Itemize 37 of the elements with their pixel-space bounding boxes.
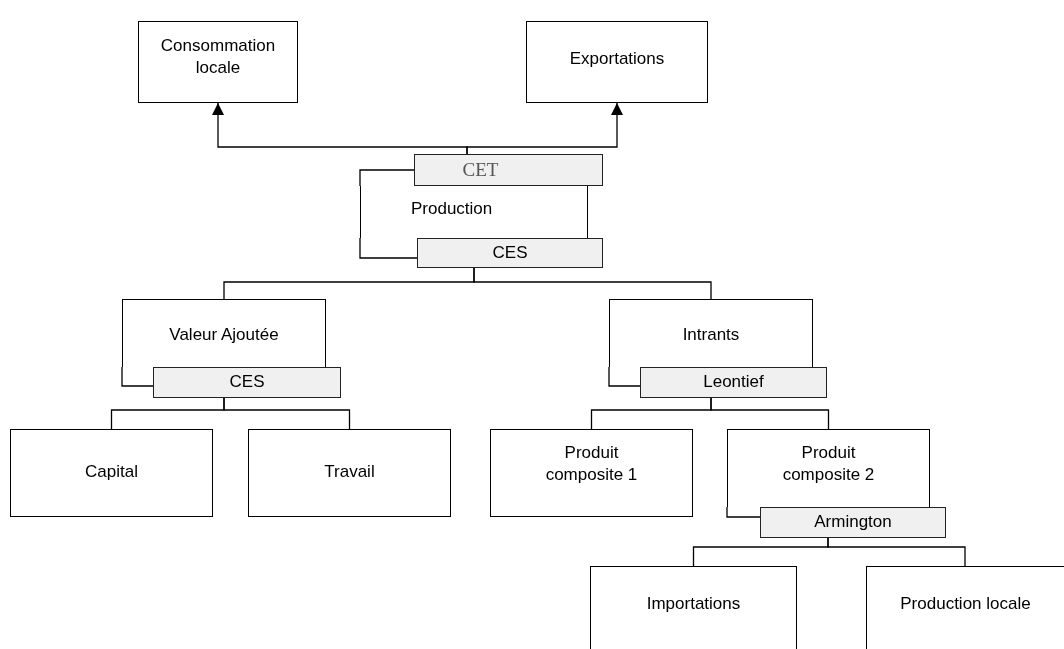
function-tag	[640, 367, 827, 398]
node-label: Capital	[85, 461, 138, 483]
arrow	[466, 102, 623, 155]
node-label: Intrants	[682, 324, 740, 346]
sector-box	[490, 429, 693, 517]
function-tag	[417, 238, 603, 268]
function-tag	[760, 507, 946, 538]
sector-box	[609, 299, 813, 367]
node-label: Exportations	[569, 48, 665, 70]
connector-line	[473, 267, 712, 300]
connector-line	[827, 537, 966, 567]
node-label: Produit composite 2	[781, 442, 876, 487]
node-label: Production locale	[900, 593, 1031, 615]
sector-box	[866, 566, 1064, 649]
node-label: Leontief	[703, 371, 764, 394]
sector-box	[727, 429, 930, 507]
connector-line	[710, 397, 830, 430]
function-tag	[414, 154, 603, 186]
node-label: CES	[229, 371, 265, 394]
sector-box	[526, 21, 708, 103]
node-label: Valeur Ajoutée	[169, 324, 279, 346]
sector-box	[590, 566, 797, 649]
node-label: Importations	[646, 593, 741, 615]
node-label: Travail	[324, 461, 375, 483]
sector-box	[360, 186, 588, 238]
node-label: Produit composite 1	[544, 442, 639, 487]
node-label: CET	[462, 157, 499, 182]
node-label: CES	[492, 241, 528, 264]
node-label: Consommation locale	[159, 35, 277, 80]
sector-box	[138, 21, 298, 103]
sector-box	[10, 429, 213, 517]
function-tag	[153, 367, 341, 398]
node-label: Production	[411, 198, 493, 220]
sector-box	[248, 429, 451, 517]
sector-box	[122, 299, 326, 367]
node-label: Armington	[814, 511, 892, 534]
connector-line	[223, 397, 351, 430]
